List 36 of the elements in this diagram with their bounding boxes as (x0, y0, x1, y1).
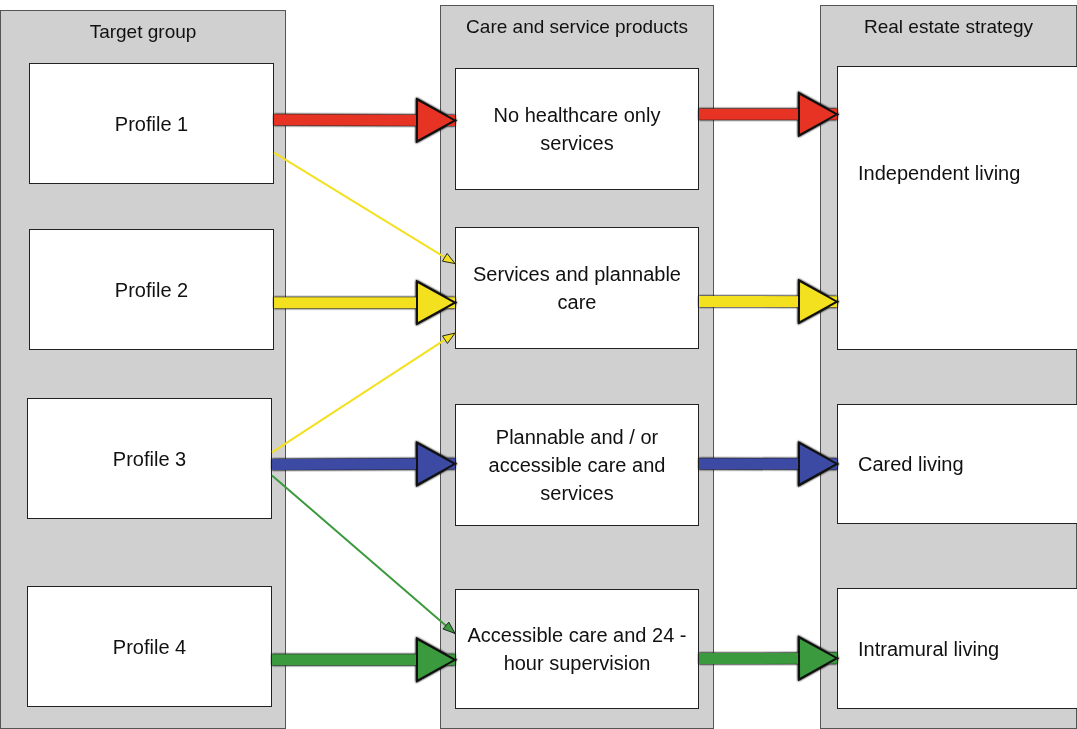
box-label: Accessible care and 24 - hour supervision (466, 623, 688, 676)
arrow (273, 151, 456, 265)
box-label: Cared living (857, 452, 965, 477)
column-heading: Target group (88, 21, 198, 43)
column-panel (820, 5, 1077, 729)
column-heading: Care and service products (465, 16, 689, 38)
box-label: Intramural living (857, 636, 1001, 662)
content-box (29, 229, 274, 350)
box-label: Profile 2 (113, 277, 190, 303)
box-label: Profile 3 (111, 446, 188, 472)
content-box (455, 404, 699, 526)
box-label: Profile 4 (111, 634, 188, 660)
arrow (699, 279, 838, 324)
column-panel (440, 5, 714, 729)
content-box (27, 586, 272, 707)
content-box (455, 68, 699, 190)
content-box (837, 588, 1077, 709)
arrow (272, 637, 456, 682)
arrow (271, 332, 456, 454)
arrow (699, 636, 838, 681)
arrow (274, 280, 456, 325)
content-box (455, 227, 699, 349)
content-box (27, 398, 272, 519)
box-label: Services and plannable care (472, 262, 682, 315)
content-box (455, 589, 699, 709)
box-label: No healthcare only services (492, 103, 662, 156)
column-panel (0, 10, 286, 729)
box-label: Independent living (857, 161, 1022, 186)
content-box (837, 66, 1077, 350)
box-label: Plannable and / or accessible care and services (487, 425, 667, 506)
column-heading: Real estate strategy (863, 16, 1034, 38)
content-box (29, 63, 274, 184)
box-label: Profile 1 (113, 111, 190, 137)
arrow (272, 441, 456, 486)
arrow (271, 474, 456, 635)
content-box (837, 404, 1077, 524)
